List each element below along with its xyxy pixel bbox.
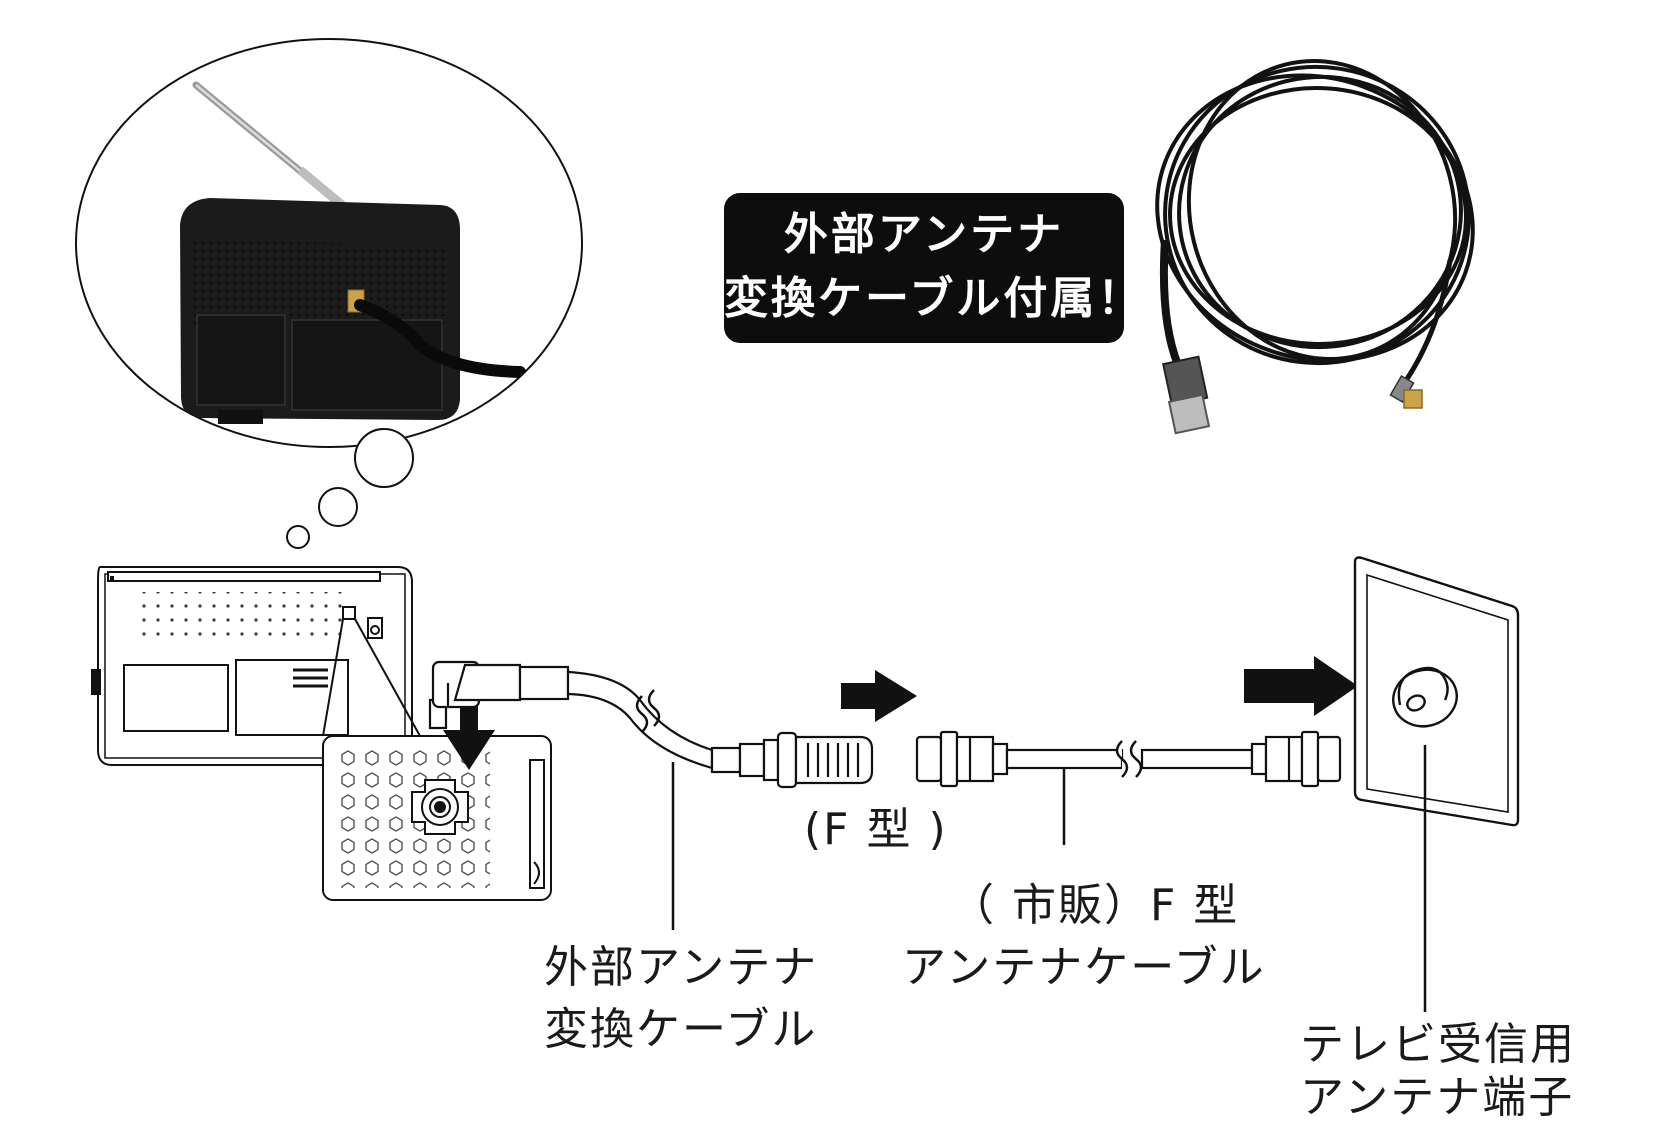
commercial-cable-label-1: （ 市販）F 型	[950, 880, 1240, 931]
cable-break-mark-1	[635, 689, 661, 733]
adapter-cable-label-2: 変換ケーブル	[544, 1004, 818, 1055]
adapter-cable-drawing	[428, 660, 874, 789]
connect-right-arrow-1	[841, 670, 917, 722]
badge-line-2: 変換ケーブル付属！	[724, 273, 1145, 324]
wall-antenna-terminal	[1353, 556, 1520, 827]
cable-break-mark-2	[1115, 740, 1143, 778]
f-type-label: (F 型 )	[804, 804, 948, 855]
badge-line-1: 外部アンテナ	[783, 209, 1065, 260]
terminal-label-1: テレビ受信用	[1300, 1019, 1576, 1070]
radio-photo	[180, 81, 526, 424]
feature-badge: 外部アンテナ 変換ケーブル付属！	[724, 193, 1145, 343]
commercial-cable-label-2: アンテナケーブル	[902, 942, 1266, 993]
insert-down-arrow	[443, 703, 495, 770]
coiled-cable-photo	[1155, 58, 1475, 435]
connect-right-arrow-2	[1244, 656, 1358, 716]
commercial-cable-drawing	[915, 730, 1342, 788]
adapter-cable-label-1: 外部アンテナ	[544, 942, 819, 993]
terminal-label-2: アンテナ端子	[1300, 1072, 1575, 1123]
radio-back-drawing	[91, 566, 413, 766]
zoom-panel	[322, 618, 552, 901]
